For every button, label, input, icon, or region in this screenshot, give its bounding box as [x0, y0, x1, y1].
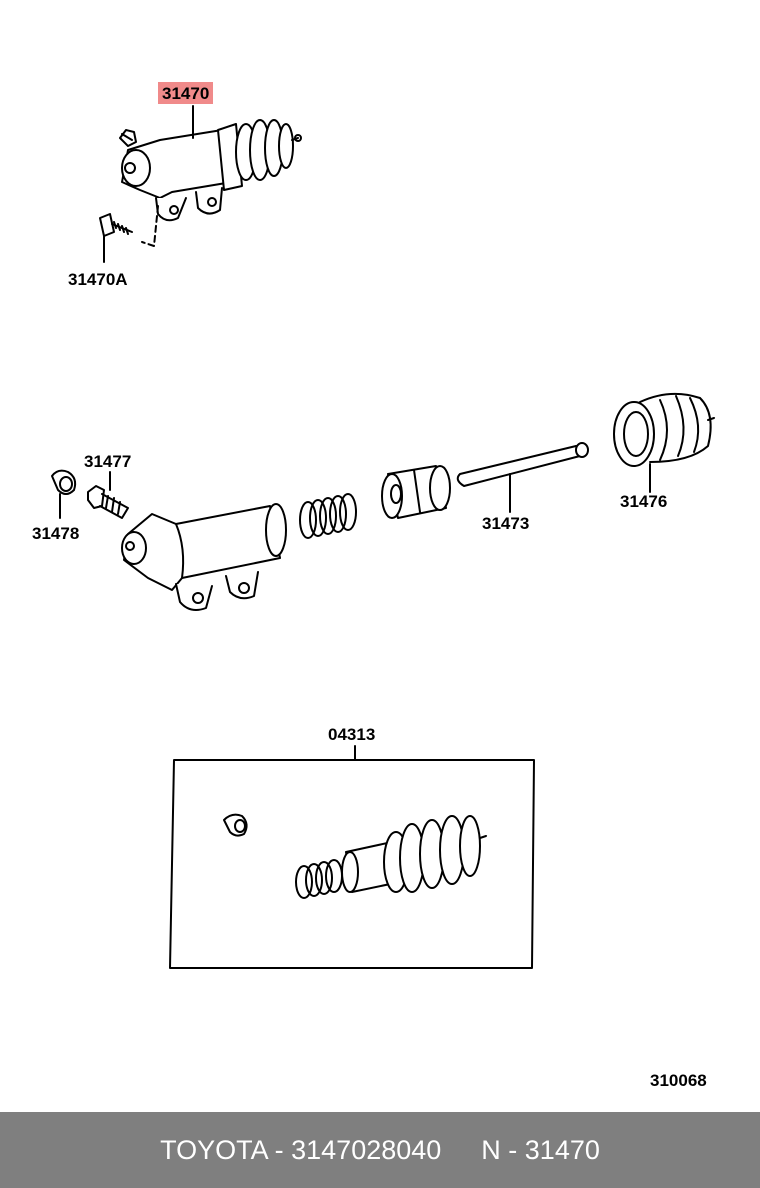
part-label-31470: 31470	[158, 82, 214, 104]
exploded-view-drawing	[51, 392, 715, 611]
part-label-31476: 31476	[620, 492, 668, 511]
part-label-31473: 31473	[482, 514, 530, 533]
part-label-31470a: 31470A	[68, 270, 128, 289]
repair-kit-drawing	[169, 745, 535, 969]
footer-bar: TOYOTA - 3147028040 N - 31470	[0, 1112, 760, 1188]
illustration-number: 310068	[650, 1071, 707, 1090]
part-label-31477: 31477	[84, 452, 132, 471]
part-label-31478: 31478	[32, 524, 80, 543]
assembled-cylinder-drawing	[99, 105, 302, 263]
parts-diagram	[51, 105, 715, 969]
part-label-04313: 04313	[328, 725, 376, 744]
footer-catalog-code: N - 31470	[481, 1134, 600, 1165]
footer-part-number: TOYOTA - 3147028040	[160, 1134, 442, 1165]
